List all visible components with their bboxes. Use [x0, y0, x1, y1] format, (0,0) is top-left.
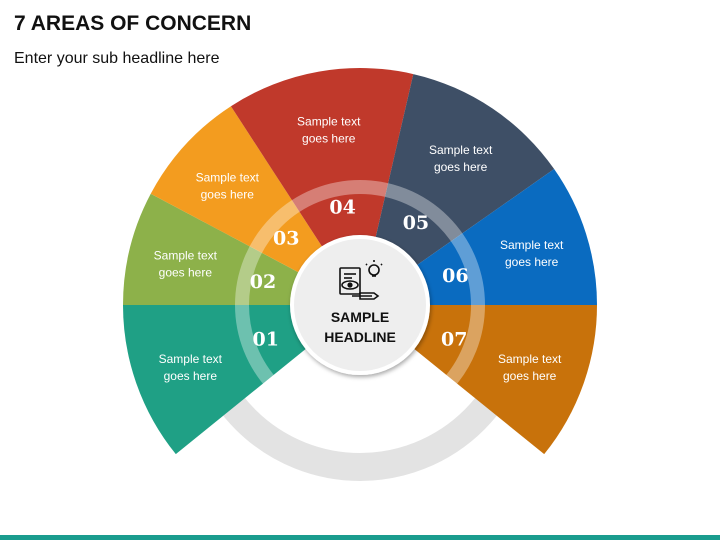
segment-text-line1-04: Sample text	[297, 115, 361, 129]
center-circle	[290, 235, 430, 375]
document-eye-lightbulb-icon	[339, 260, 383, 300]
segment-number-07: 07	[441, 328, 467, 350]
page-title: 7 AREAS OF CONCERN	[14, 12, 252, 35]
center-headline-line2: HEADLINE	[324, 329, 396, 345]
segment-text-line2-06: goes here	[505, 255, 559, 269]
segment-text-line2-07: goes here	[503, 369, 557, 383]
bottom-accent-bar	[0, 535, 720, 540]
segment-text-line1-03: Sample text	[196, 170, 260, 184]
inner-ring	[235, 180, 485, 430]
segment-number-06: 06	[442, 265, 468, 287]
segment-number-05: 05	[403, 212, 429, 234]
segment-text-line1-05: Sample text	[429, 143, 493, 157]
segment-number-01: 01	[253, 328, 279, 350]
segment-text-line1-06: Sample text	[500, 238, 564, 252]
segment-text-line2-03: goes here	[201, 187, 255, 201]
segment-text-line2-01: goes here	[164, 369, 218, 383]
segment-03	[150, 106, 360, 305]
segment-number-04: 04	[329, 197, 355, 219]
segment-05	[360, 74, 555, 305]
segment-07	[360, 305, 597, 455]
segment-text-line1-07: Sample text	[498, 352, 562, 366]
segment-01	[123, 305, 360, 455]
segment-text-line2-04: goes here	[302, 132, 356, 146]
segment-number-03: 03	[273, 227, 299, 249]
segment-text-line1-02: Sample text	[154, 248, 218, 262]
center-headline-line1: SAMPLE	[331, 309, 389, 325]
segment-number-02: 02	[250, 271, 276, 293]
segment-text-line2-02: goes here	[159, 265, 213, 279]
segment-text-line1-01: Sample text	[159, 352, 223, 366]
segment-text-line2-05: goes here	[434, 160, 488, 174]
page-subtitle: Enter your sub headline here	[14, 50, 220, 67]
